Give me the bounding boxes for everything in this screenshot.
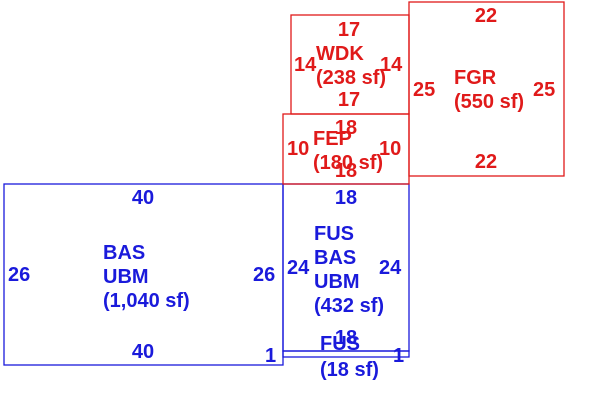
bas-dim-bottom: 40: [132, 341, 154, 363]
fep-dim-left: 10: [287, 138, 309, 160]
fus-bas-dim-right: 24: [379, 257, 402, 279]
wdk-dim-top: 17: [338, 19, 360, 41]
fus-bas-area: 18 24 24 FUS BAS UBM (432 sf): [287, 187, 402, 317]
fgr-label-line-2: (550 sf): [454, 91, 524, 113]
wdk-dim-left: 14: [294, 54, 317, 76]
fgr-outline: [408, 1, 565, 177]
fgr-dim-right: 25: [533, 79, 555, 101]
fus-bas-label-line-4: (432 sf): [314, 295, 384, 317]
fgr-dim-left: 25: [413, 79, 435, 101]
fep-area: 18 18 10 10 FEP (180 sf): [287, 117, 401, 182]
fus-bas-label-line-1: FUS: [314, 223, 354, 245]
fep-dim-bottom: 18: [335, 160, 357, 182]
bas-label-line-1: BAS: [103, 242, 145, 264]
fus-small-dim-right: 1: [393, 345, 404, 367]
fep-label-line-1: FEP: [313, 128, 352, 150]
bas-dim-right: 26: [253, 264, 275, 286]
fus-bas-dim-top: 18: [335, 187, 357, 209]
fus-small-area: 18 1 1 FUS (18 sf): [265, 327, 404, 381]
fus-small-outline: [282, 350, 410, 358]
fus-small-label-line-1: FUS: [320, 333, 360, 355]
fus-small-dim-top: 18: [335, 327, 357, 349]
wdk-dim-bottom: 17: [338, 89, 360, 111]
fep-label-line-2: (180 sf): [313, 152, 383, 174]
wdk-label-line-2: (238 sf): [316, 67, 386, 89]
fgr-label-line-1: FGR: [454, 67, 497, 89]
wdk-label-line-1: WDK: [316, 43, 364, 65]
fgr-dim-bottom: 22: [475, 151, 497, 173]
fgr-dim-top: 22: [475, 5, 497, 27]
bas-label-line-3: (1,040 sf): [103, 290, 190, 312]
fus-bas-dim-left: 24: [287, 257, 310, 279]
fep-dim-top: 18: [335, 117, 357, 139]
fus-small-dim-left: 1: [265, 345, 276, 367]
fus-bas-label-line-2: BAS: [314, 247, 356, 269]
wdk-dim-right: 14: [380, 54, 403, 76]
bas-label-line-2: UBM: [103, 266, 149, 288]
fus-small-label-line-2: (18 sf): [320, 359, 379, 381]
bas-area: 40 40 26 26 BAS UBM (1,040 sf): [8, 187, 275, 363]
fep-dim-right: 10: [379, 138, 401, 160]
fus-bas-label-line-3: UBM: [314, 271, 360, 293]
bas-dim-top: 40: [132, 187, 154, 209]
wdk-area: 17 17 14 14 WDK (238 sf): [294, 19, 403, 111]
fgr-area: 22 22 25 25 FGR (550 sf): [413, 5, 555, 173]
bas-dim-left: 26: [8, 264, 30, 286]
